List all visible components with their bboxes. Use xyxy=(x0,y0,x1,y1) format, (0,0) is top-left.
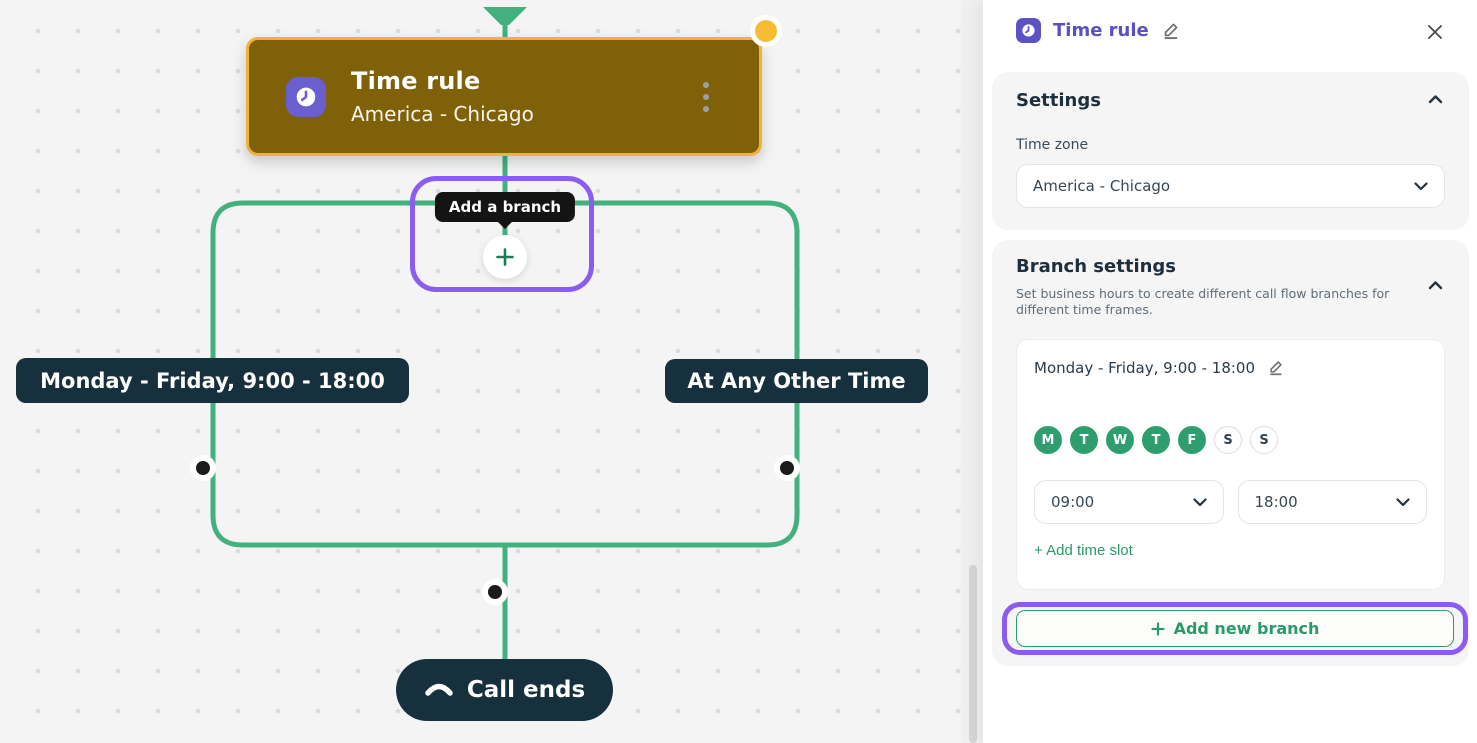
add-branch-highlight xyxy=(410,176,594,292)
add-time-slot-button[interactable]: + Add time slot xyxy=(1034,542,1133,559)
start-time-select[interactable]: 09:00 xyxy=(1034,480,1224,524)
canvas-scrollbar-track xyxy=(961,0,983,743)
end-time-select[interactable]: 18:00 xyxy=(1237,480,1427,524)
flow-in-arrow-icon xyxy=(483,7,527,25)
close-panel-button[interactable] xyxy=(1423,20,1447,44)
branch-settings-header-text: Branch settings Set business hours to cr… xyxy=(1016,256,1416,319)
edit-branch-button[interactable] xyxy=(1265,357,1286,378)
tooltip-label: Add a branch xyxy=(448,198,562,216)
chevron-down-icon xyxy=(1396,497,1410,506)
branch-label-any-other-time[interactable]: At Any Other Time xyxy=(665,359,928,403)
node-menu-button[interactable] xyxy=(699,78,713,116)
chevron-down-icon xyxy=(1192,497,1207,506)
panel-title: Time rule xyxy=(1053,19,1149,41)
call-ends-label: Call ends xyxy=(466,677,586,703)
timezone-value: America - Chicago xyxy=(1033,177,1171,195)
flow-canvas[interactable]: Time rule America - Chicago Add a branch… xyxy=(0,0,983,743)
day-toggle[interactable]: T xyxy=(1070,426,1098,454)
branch-label-business-hours[interactable]: Monday - Friday, 9:00 - 18:00 xyxy=(16,358,409,403)
node-text: Time rule America - Chicago xyxy=(351,67,534,126)
connector-port-center[interactable] xyxy=(488,585,502,599)
day-toggle[interactable]: T xyxy=(1142,426,1170,454)
edit-pencil-icon xyxy=(1164,23,1178,39)
plus-icon xyxy=(496,248,514,266)
connector-port-right[interactable] xyxy=(780,461,794,475)
plus-icon xyxy=(1150,621,1165,636)
phone-hangup-icon xyxy=(425,683,453,696)
start-time-value: 09:00 xyxy=(1051,493,1095,511)
day-toggle[interactable]: S xyxy=(1250,426,1278,454)
end-time-value: 18:00 xyxy=(1254,493,1298,511)
clock-icon xyxy=(1016,17,1041,43)
add-branch-button[interactable] xyxy=(483,235,527,279)
collapse-branch-settings-button[interactable] xyxy=(1426,278,1445,292)
branch-settings-description: Set business hours to create different c… xyxy=(1016,286,1390,318)
close-icon xyxy=(1428,25,1442,39)
timezone-label: Time zone xyxy=(1016,137,1089,153)
node-subtitle: America - Chicago xyxy=(351,102,534,126)
add-new-branch-label: Add new branch xyxy=(1173,619,1320,638)
day-toggle[interactable]: M xyxy=(1034,426,1062,454)
day-toggle[interactable]: W xyxy=(1106,426,1134,454)
add-new-branch-highlight: Add new branch xyxy=(1002,602,1468,655)
call-ends-node[interactable]: Call ends xyxy=(396,659,613,721)
clock-icon xyxy=(286,76,326,117)
add-new-branch-button[interactable]: Add new branch xyxy=(1016,610,1454,647)
branch-settings-section: Branch settings Set business hours to cr… xyxy=(992,240,1469,666)
branch-settings-heading: Branch settings xyxy=(1016,256,1177,277)
node-handle-dot[interactable] xyxy=(755,20,777,42)
time-rule-node[interactable]: Time rule America - Chicago xyxy=(246,37,762,156)
chevron-down-icon xyxy=(1414,181,1428,190)
tooltip-arrow xyxy=(497,221,513,229)
timezone-select[interactable]: America - Chicago xyxy=(1016,164,1445,208)
add-branch-tooltip: Add a branch xyxy=(434,192,576,229)
branch-card-title: Monday - Friday, 9:00 - 18:00 xyxy=(1034,358,1256,377)
edit-title-button[interactable] xyxy=(1159,19,1182,42)
canvas-scrollbar-thumb[interactable] xyxy=(969,565,977,743)
collapse-settings-button[interactable] xyxy=(1426,92,1445,106)
settings-heading: Settings xyxy=(1016,90,1101,111)
edit-pencil-icon xyxy=(1270,361,1282,376)
node-title: Time rule xyxy=(351,67,481,95)
chevron-up-icon xyxy=(1428,281,1443,290)
panel-header: Time rule xyxy=(983,0,1477,60)
day-toggle[interactable]: F xyxy=(1178,426,1206,454)
chevron-up-icon xyxy=(1428,95,1443,104)
settings-panel: Time rule Settings xyxy=(983,0,1477,743)
settings-section: Settings Time zone America - Chicago xyxy=(992,72,1469,230)
day-toggle[interactable]: S xyxy=(1214,426,1242,454)
connector-port-left[interactable] xyxy=(196,461,210,475)
